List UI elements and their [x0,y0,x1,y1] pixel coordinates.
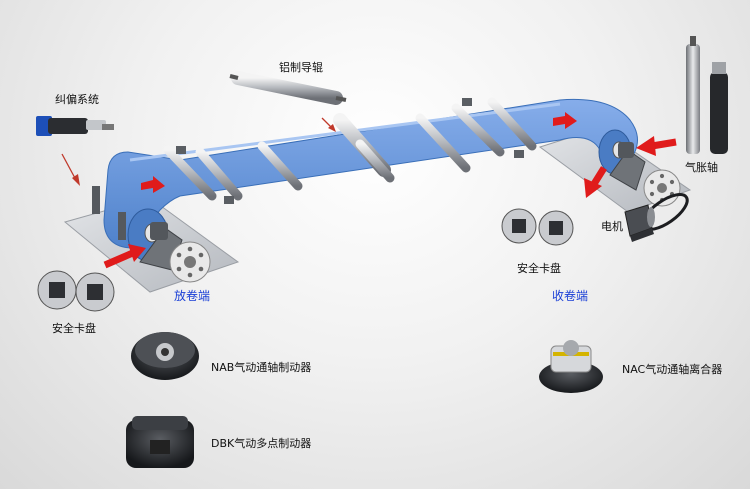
aluminum-guide-roller-image [229,71,347,105]
guide-roller-5 [415,113,471,173]
direction-arrow-left [141,176,165,193]
rewind-pointer-arrow [584,166,607,198]
air-shaft-pointer-arrow [636,136,677,156]
unwind-brake-holes [176,246,204,278]
label-rewind-end: 收卷端 [552,289,589,303]
deviation-pointer-arrow [61,153,80,186]
guide-roller-1 [163,145,217,201]
nab-brake-image [131,332,199,380]
label-nab-brake: NAB气动通轴制动器 [211,361,312,374]
safety-chuck-left-image [37,270,115,312]
dbk-brake-image [126,416,194,468]
label-aluminum-guide-roller: 铝制导辊 [279,61,323,74]
guide-roller-3 [257,141,303,191]
left-post-1 [92,186,100,214]
label-safety-chuck-right: 安全卡盘 [517,262,561,275]
air-shaft-image [686,36,728,154]
label-air-shaft: 气胀轴 [685,161,718,174]
rewind-bearing [618,142,634,158]
deviation-system-image [36,116,114,136]
safety-chuck-right-image [501,208,574,246]
guide-roller-7 [487,97,537,151]
roller-mounts [176,98,524,204]
unwind-pointer-arrow [103,244,146,269]
roller-pointer-arrow [321,117,336,132]
rewind-stand [609,149,646,191]
direction-arrow-right [553,112,577,129]
nac-clutch-image [539,340,603,393]
motor [624,204,655,242]
label-nac-clutch: NAC气动通轴离合器 [622,363,723,376]
rewind-clutch-hub [657,183,667,193]
label-safety-chuck-left: 安全卡盘 [52,322,96,335]
left-post-2 [118,212,126,240]
label-motor: 电机 [601,220,623,233]
label-deviation-system: 纠偏系统 [55,93,99,106]
label-unwind-end: 放卷端 [174,289,211,303]
guide-roller-2 [195,147,243,201]
unwind-bearing [150,222,168,240]
unwind-brake-hub [184,256,196,268]
guide-roller-4 [333,113,395,183]
guide-roller-6 [451,103,505,157]
label-dbk-brake: DBK气动多点制动器 [211,437,312,450]
